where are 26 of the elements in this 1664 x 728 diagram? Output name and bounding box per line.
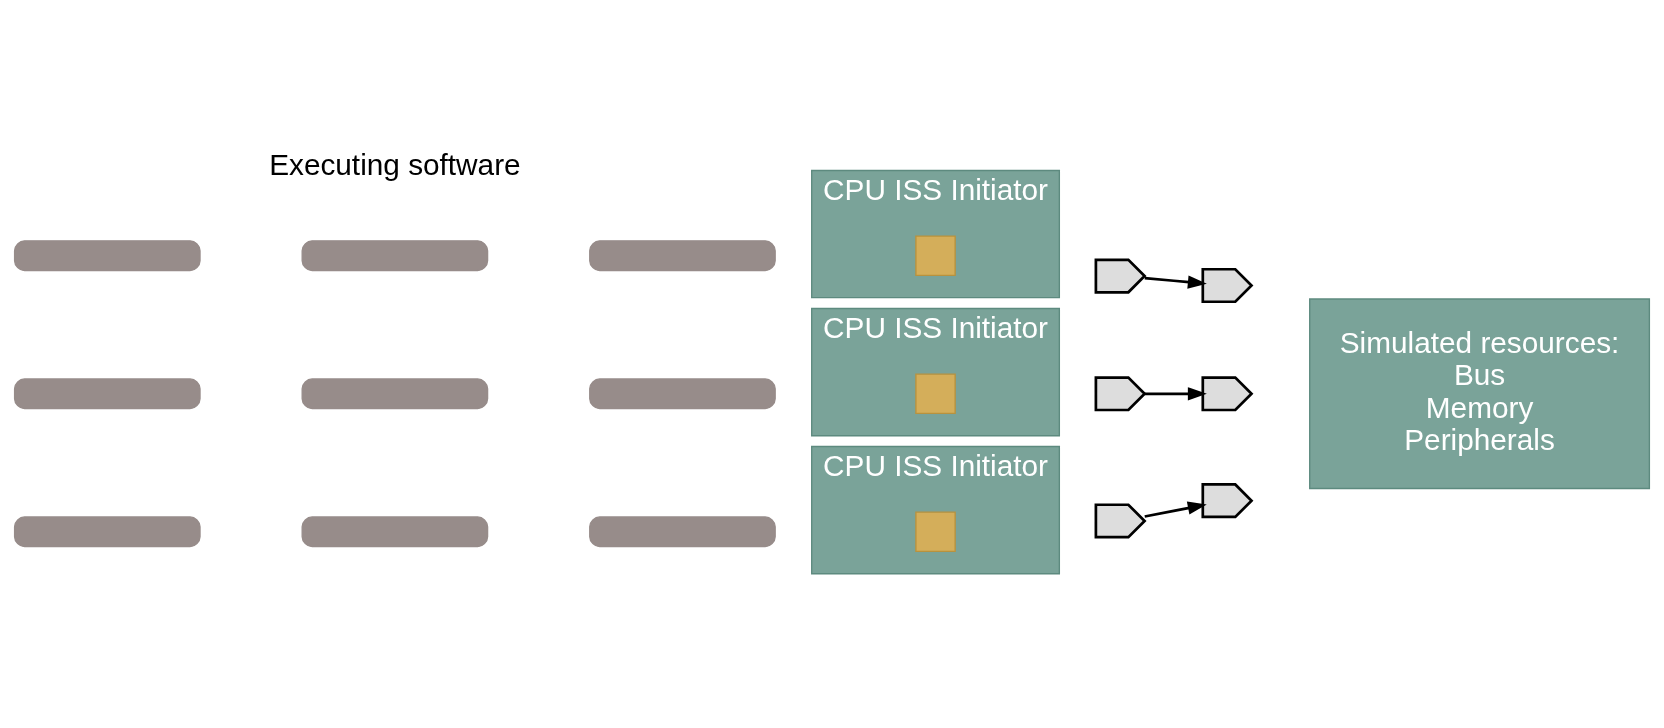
node-bar	[301, 240, 489, 272]
node-box	[1201, 376, 1254, 412]
node-bar	[589, 516, 776, 548]
node-box	[1094, 503, 1147, 539]
cluster: CPU ISS Initiator	[811, 169, 1061, 299]
node-box	[1094, 258, 1147, 294]
node-bar	[13, 516, 201, 548]
node-bar	[13, 378, 201, 410]
node-bar	[589, 240, 776, 272]
node-box	[915, 235, 956, 277]
node-box	[1094, 376, 1147, 412]
node-bar	[301, 516, 489, 548]
node-box	[915, 511, 956, 553]
arrow	[1144, 501, 1207, 518]
node-bar	[301, 378, 489, 410]
cluster: CPU ISS Initiator	[811, 445, 1061, 575]
node-box	[1201, 267, 1254, 304]
node-bar	[589, 378, 776, 410]
arrow	[1144, 387, 1207, 401]
node-bar	[13, 240, 201, 272]
node-box	[915, 373, 956, 415]
cluster: CPU ISS Initiator	[811, 307, 1061, 437]
arrow	[1144, 275, 1207, 289]
label: Executing software	[269, 148, 521, 182]
node-box: Simulated resources: Bus Memory Peripherals	[1309, 298, 1651, 490]
node-box	[1201, 483, 1254, 519]
